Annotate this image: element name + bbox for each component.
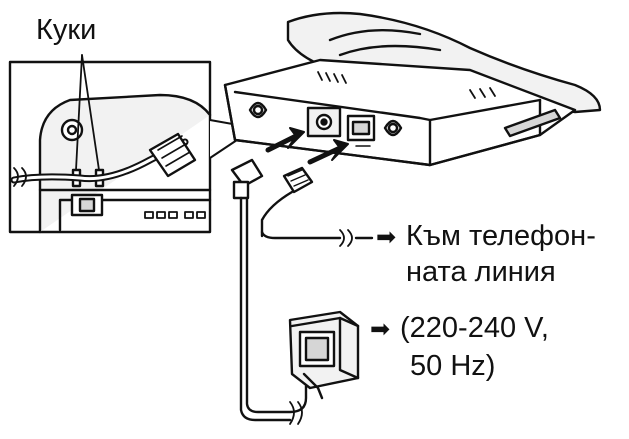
- dc-plug: [230, 158, 264, 200]
- insert-arrows: [265, 127, 349, 165]
- phone-line-label-1: Към телефон-: [406, 220, 596, 252]
- adapter-cord: [239, 196, 292, 422]
- phone-line-label-2: ната линия: [406, 256, 556, 288]
- power-label-1: (220-240 V,: [400, 312, 549, 344]
- power-label-2: 50 Hz): [410, 350, 496, 382]
- arrow-icon: ➡: [370, 316, 391, 343]
- hooks-label: Куки: [36, 14, 97, 46]
- phone-line-cord: [260, 190, 342, 240]
- ac-adapter: [288, 310, 360, 400]
- hooks-pointer: [75, 54, 100, 171]
- inset-detail: [8, 60, 212, 234]
- arrow-icon: ➡: [376, 224, 397, 251]
- phone-base: [223, 11, 602, 167]
- phone-line-plug: [282, 166, 314, 194]
